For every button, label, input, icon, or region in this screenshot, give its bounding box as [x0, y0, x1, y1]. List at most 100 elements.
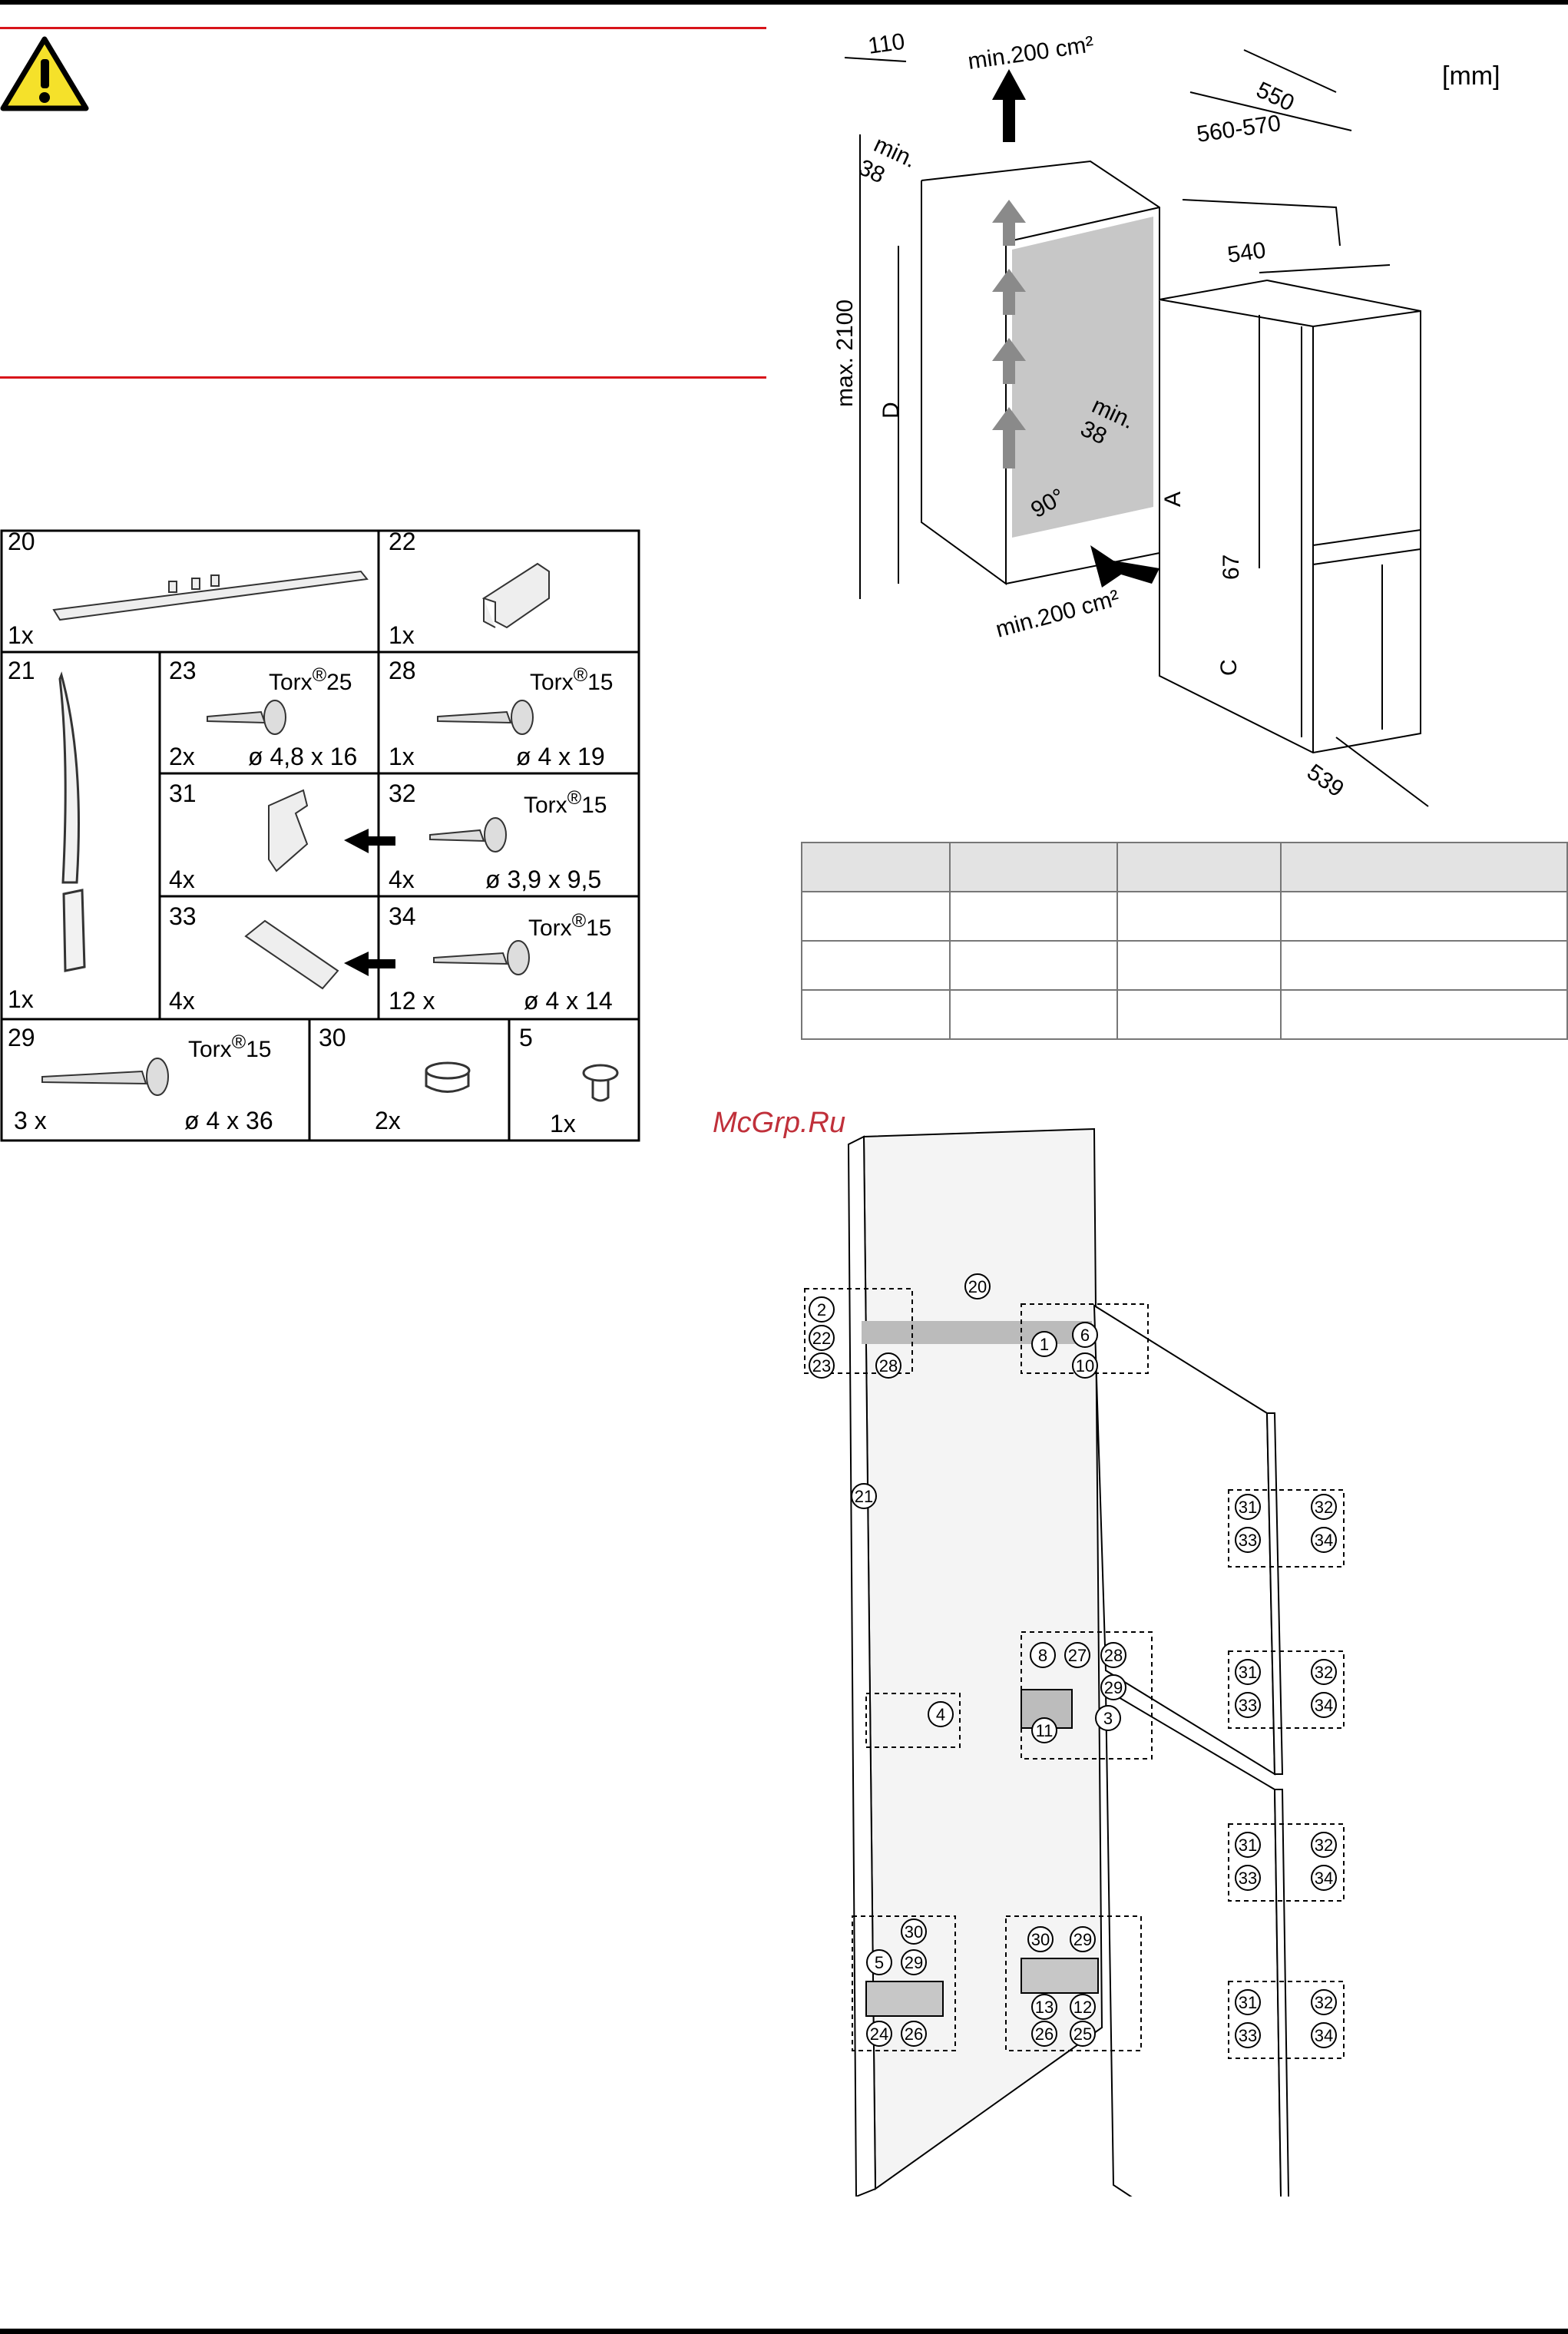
svg-text:20: 20: [968, 1277, 987, 1296]
svg-text:6: 6: [1080, 1326, 1090, 1345]
part-34-qty: 12 x: [389, 987, 435, 1015]
svg-text:D: D: [878, 402, 904, 419]
svg-text:29: 29: [1073, 1930, 1092, 1949]
screw-32: [429, 817, 507, 852]
part-32-size: ø 3,9 x 9,5: [485, 866, 602, 893]
part-29-torx: Torx®15: [188, 1031, 272, 1062]
watermark: McGrp.Ru: [713, 1107, 846, 1139]
svg-text:28: 28: [879, 1356, 898, 1376]
svg-text:11: 11: [1036, 1721, 1054, 1740]
svg-text:31: 31: [1239, 1498, 1257, 1517]
bottom-left-bracket: [865, 1981, 944, 2017]
table-row: [800, 842, 1568, 892]
svg-text:67: 67: [1219, 555, 1244, 580]
svg-text:33: 33: [1239, 2026, 1257, 2045]
air-in-arrow-icon: [1090, 545, 1159, 588]
svg-text:min.200 cm²: min.200 cm²: [966, 31, 1095, 74]
screw-28: [437, 700, 534, 735]
parts-table: 20 1x 22 1x 21 1x 23 Torx®25 2x ø 4,8 x …: [0, 529, 640, 1142]
top-rule: [0, 0, 1568, 5]
part-30-qty: 2x: [375, 1107, 401, 1134]
screw-29: [41, 1058, 169, 1096]
svg-text:110: 110: [866, 29, 906, 59]
svg-text:27: 27: [1068, 1646, 1087, 1665]
svg-text:30: 30: [905, 1922, 923, 1942]
part-22-bracket: [481, 562, 550, 629]
part-28-num: 28: [389, 657, 416, 684]
svg-text:10: 10: [1076, 1356, 1094, 1376]
part-20-qty: 1x: [8, 621, 34, 649]
part-21-strip: [58, 671, 86, 972]
part-23-size: ø 4,8 x 16: [248, 743, 358, 770]
part-31-qty: 4x: [169, 866, 195, 893]
svg-text:32: 32: [1315, 1836, 1333, 1855]
svg-text:3: 3: [1103, 1709, 1113, 1728]
svg-text:34: 34: [1315, 1869, 1333, 1888]
part-33-num: 33: [169, 902, 197, 930]
part-34-num: 34: [389, 902, 416, 930]
part-29-num: 29: [8, 1024, 35, 1051]
part-29-qty: 3 x: [14, 1107, 47, 1134]
cap-30: [425, 1061, 471, 1093]
svg-text:30: 30: [1031, 1930, 1050, 1949]
svg-text:26: 26: [1035, 2024, 1054, 2044]
svg-text:29: 29: [1104, 1678, 1123, 1697]
dimension-diagram: [mm] 110 min.200 cm² 550 560-570 min. 38…: [832, 29, 1500, 807]
bottom-right-bracket: [1021, 1958, 1099, 1994]
part-23-torx: Torx®25: [269, 664, 352, 695]
air-out-arrow-icon: [992, 69, 1026, 142]
part-28-qty: 1x: [389, 743, 415, 770]
parts-table-grid: [0, 529, 640, 1142]
svg-text:28: 28: [1104, 1646, 1123, 1665]
table-row: [800, 891, 1568, 942]
part-33-qty: 4x: [169, 987, 195, 1015]
cap-5: [582, 1064, 619, 1102]
part-34-size: ø 4 x 14: [524, 987, 613, 1015]
bottom-rule: [0, 2329, 1568, 2334]
svg-text:25: 25: [1073, 2024, 1092, 2044]
svg-text:31: 31: [1239, 1836, 1257, 1855]
svg-text:24: 24: [870, 2024, 888, 2044]
part-22-qty: 1x: [389, 621, 415, 649]
svg-text:34: 34: [1315, 1696, 1333, 1715]
svg-text:32: 32: [1315, 1663, 1333, 1682]
part-21-qty: 1x: [8, 985, 34, 1013]
part-29-size: ø 4 x 36: [184, 1107, 273, 1134]
part-30-num: 30: [319, 1024, 346, 1051]
unit-label: [mm]: [1442, 61, 1500, 91]
part-5-qty: 1x: [550, 1110, 576, 1137]
svg-text:32: 32: [1315, 1993, 1333, 2012]
svg-text:A: A: [1160, 492, 1186, 507]
svg-text:1: 1: [1040, 1335, 1049, 1354]
svg-text:C: C: [1216, 659, 1242, 676]
svg-text:4: 4: [936, 1705, 945, 1724]
svg-text:13: 13: [1035, 1998, 1054, 2017]
part-28-torx: Torx®15: [530, 664, 614, 695]
part-32-num: 32: [389, 780, 416, 807]
part-32-torx: Torx®15: [524, 787, 607, 818]
svg-text:23: 23: [812, 1356, 831, 1376]
part-31-clip: [268, 789, 309, 872]
part-28-size: ø 4 x 19: [516, 743, 605, 770]
top-rail: [862, 1321, 1092, 1344]
svg-text:max. 2100: max. 2100: [832, 300, 858, 407]
part-31-num: 31: [169, 780, 197, 807]
arrow-left-icon: [344, 829, 395, 976]
svg-text:540: 540: [1226, 237, 1267, 268]
warning-icon: [0, 36, 89, 111]
warning-bottom-rule: [0, 376, 766, 379]
part-20-bar: [52, 570, 369, 621]
svg-text:539: 539: [1302, 760, 1348, 803]
part-34-torx: Torx®15: [528, 910, 612, 941]
svg-text:33: 33: [1239, 1869, 1257, 1888]
part-20-num: 20: [8, 528, 35, 555]
svg-text:2: 2: [817, 1300, 826, 1319]
svg-text:12: 12: [1073, 1998, 1092, 2017]
svg-text:min.200 cm²: min.200 cm²: [993, 585, 1122, 643]
table-row: [800, 989, 1568, 1040]
screw-34: [433, 940, 530, 975]
warning-top-rule: [0, 27, 766, 29]
table-row: [800, 940, 1568, 991]
niche-back-wall: [1012, 217, 1153, 538]
svg-text:560-570: 560-570: [1195, 111, 1282, 147]
